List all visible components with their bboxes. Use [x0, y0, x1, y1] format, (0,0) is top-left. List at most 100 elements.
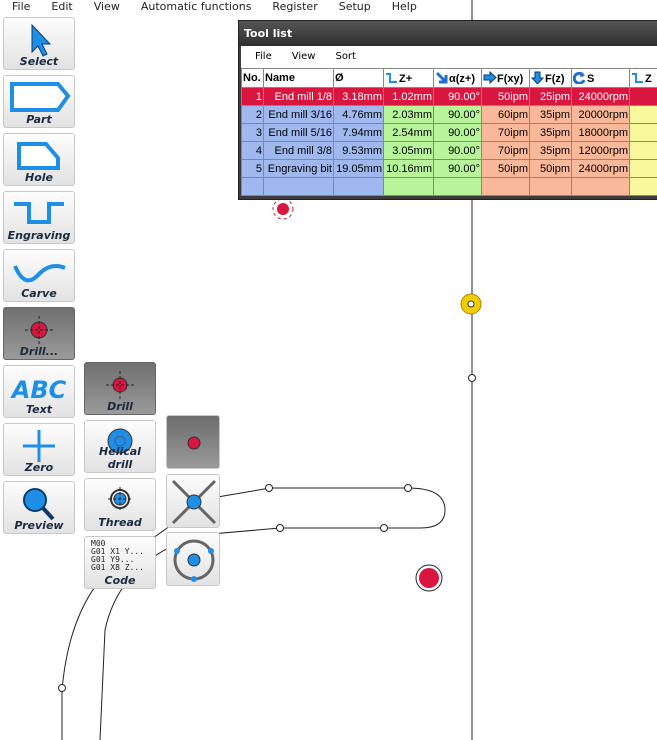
table-cell[interactable]: End mill 3/8 [263, 141, 334, 160]
table-cell[interactable] [529, 177, 572, 196]
table-cell[interactable]: 3.05mm [383, 141, 434, 160]
single-point-button[interactable] [166, 415, 220, 469]
table-cell[interactable]: 35ipm [529, 123, 572, 142]
table-cell[interactable] [629, 87, 657, 106]
table-cell[interactable]: 20000rpm [571, 105, 630, 124]
step-icon [386, 73, 397, 83]
drill-button[interactable]: Drill [84, 362, 156, 415]
table-cell[interactable]: 5 [241, 159, 264, 178]
drill-menu-button[interactable]: Drill... [3, 307, 75, 360]
helical-drill-icon [107, 428, 133, 454]
carve-button[interactable]: Carve [3, 249, 75, 302]
table-cell[interactable]: 60ipm [481, 105, 530, 124]
menu-edit[interactable]: Edit [51, 0, 73, 13]
zero-button[interactable]: Zero [3, 423, 75, 476]
table-cell[interactable] [629, 141, 657, 160]
column-header[interactable]: α(z+) [433, 68, 482, 88]
table-cell[interactable]: 9.53mm [333, 141, 384, 160]
table-cell[interactable] [481, 177, 530, 196]
table-row[interactable] [241, 177, 657, 196]
table-cell[interactable] [263, 177, 334, 196]
menu-help[interactable]: Help [391, 0, 417, 13]
part-button[interactable]: Part [3, 75, 75, 128]
column-header[interactable]: Z [629, 68, 657, 88]
table-cell[interactable] [629, 123, 657, 142]
table-cell[interactable] [241, 177, 264, 196]
thread-button[interactable]: Thread [84, 478, 156, 531]
table-cell[interactable] [433, 177, 482, 196]
select-button[interactable]: Select [3, 17, 75, 70]
table-cell[interactable]: 2.54mm [383, 123, 434, 142]
table-cell[interactable]: 70ipm [481, 141, 530, 160]
abc-text-icon: ABC [10, 376, 67, 404]
engraving-button[interactable]: Engraving [3, 191, 75, 244]
intersection-point-button[interactable] [166, 474, 220, 528]
table-cell[interactable]: 25ipm [529, 87, 572, 106]
table-cell[interactable]: 12000rpm [571, 141, 630, 160]
table-cell[interactable] [383, 177, 434, 196]
table-cell[interactable]: 50ipm [481, 159, 530, 178]
table-cell[interactable]: 90.00° [433, 87, 482, 106]
column-header[interactable]: S [571, 68, 630, 88]
table-cell[interactable]: 35ipm [529, 105, 572, 124]
table-cell[interactable]: 1 [241, 87, 264, 106]
menu-register[interactable]: Register [272, 0, 318, 13]
helical-drill-button[interactable]: Helical drill [84, 420, 156, 473]
table-cell[interactable]: 3 [241, 123, 264, 142]
preview-button[interactable]: Preview [3, 481, 75, 534]
table-cell[interactable] [629, 105, 657, 124]
column-header[interactable]: Ø [333, 68, 384, 88]
menu-sort[interactable]: Sort [335, 51, 356, 62]
table-cell[interactable]: 90.00° [433, 105, 482, 124]
menu-automatic-functions[interactable]: Automatic functions [140, 0, 252, 13]
table-cell[interactable]: End mill 5/16 [263, 123, 334, 142]
menu-file[interactable]: File [12, 0, 31, 13]
step-icon [632, 73, 643, 83]
menu-view[interactable]: View [93, 0, 120, 13]
table-cell[interactable]: 1.02mm [383, 87, 434, 106]
table-cell[interactable]: 50ipm [529, 159, 572, 178]
column-header[interactable]: No. [241, 68, 264, 88]
table-cell[interactable]: 90.00° [433, 123, 482, 142]
table-cell[interactable]: 90.00° [433, 141, 482, 160]
table-cell[interactable]: 2.03mm [383, 105, 434, 124]
table-cell[interactable]: 3.18mm [333, 87, 384, 106]
table-cell[interactable]: Engraving bit [263, 159, 334, 178]
hole-button[interactable]: Hole [3, 133, 75, 186]
table-cell[interactable]: 4.76mm [333, 105, 384, 124]
column-header[interactable]: F(xy) [481, 68, 530, 88]
table-cell[interactable] [571, 177, 630, 196]
menu-file[interactable]: File [255, 51, 272, 62]
table-cell[interactable]: 19.05mm [333, 159, 384, 178]
window-title[interactable]: Tool list [239, 21, 657, 46]
menu-view[interactable]: View [291, 51, 316, 62]
table-cell[interactable]: 90.00° [433, 159, 482, 178]
table-cell[interactable]: 2 [241, 105, 264, 124]
column-header[interactable]: F(z) [529, 68, 572, 88]
table-cell[interactable]: 4 [241, 141, 264, 160]
menu-setup[interactable]: Setup [338, 0, 371, 13]
table-cell[interactable]: End mill 3/16 [263, 105, 334, 124]
column-header[interactable]: Z+ [383, 68, 434, 88]
table-cell[interactable]: 7.94mm [333, 123, 384, 142]
table-cell[interactable]: 10.16mm [383, 159, 434, 178]
table-cell[interactable]: 24000rpm [571, 159, 630, 178]
column-header[interactable]: Name [263, 68, 334, 88]
circle-center-button[interactable] [166, 532, 220, 586]
table-cell[interactable]: 18000rpm [571, 123, 630, 142]
table-cell[interactable] [333, 177, 384, 196]
table-cell[interactable]: 24000rpm [571, 87, 630, 106]
table-cell[interactable]: 70ipm [481, 123, 530, 142]
table-cell[interactable]: 50ipm [481, 87, 530, 106]
table-cell[interactable]: End mill 1/8 [263, 87, 334, 106]
table-cell[interactable] [629, 177, 657, 196]
table-cell[interactable]: 35ipm [529, 141, 572, 160]
table-cell[interactable] [629, 159, 657, 178]
